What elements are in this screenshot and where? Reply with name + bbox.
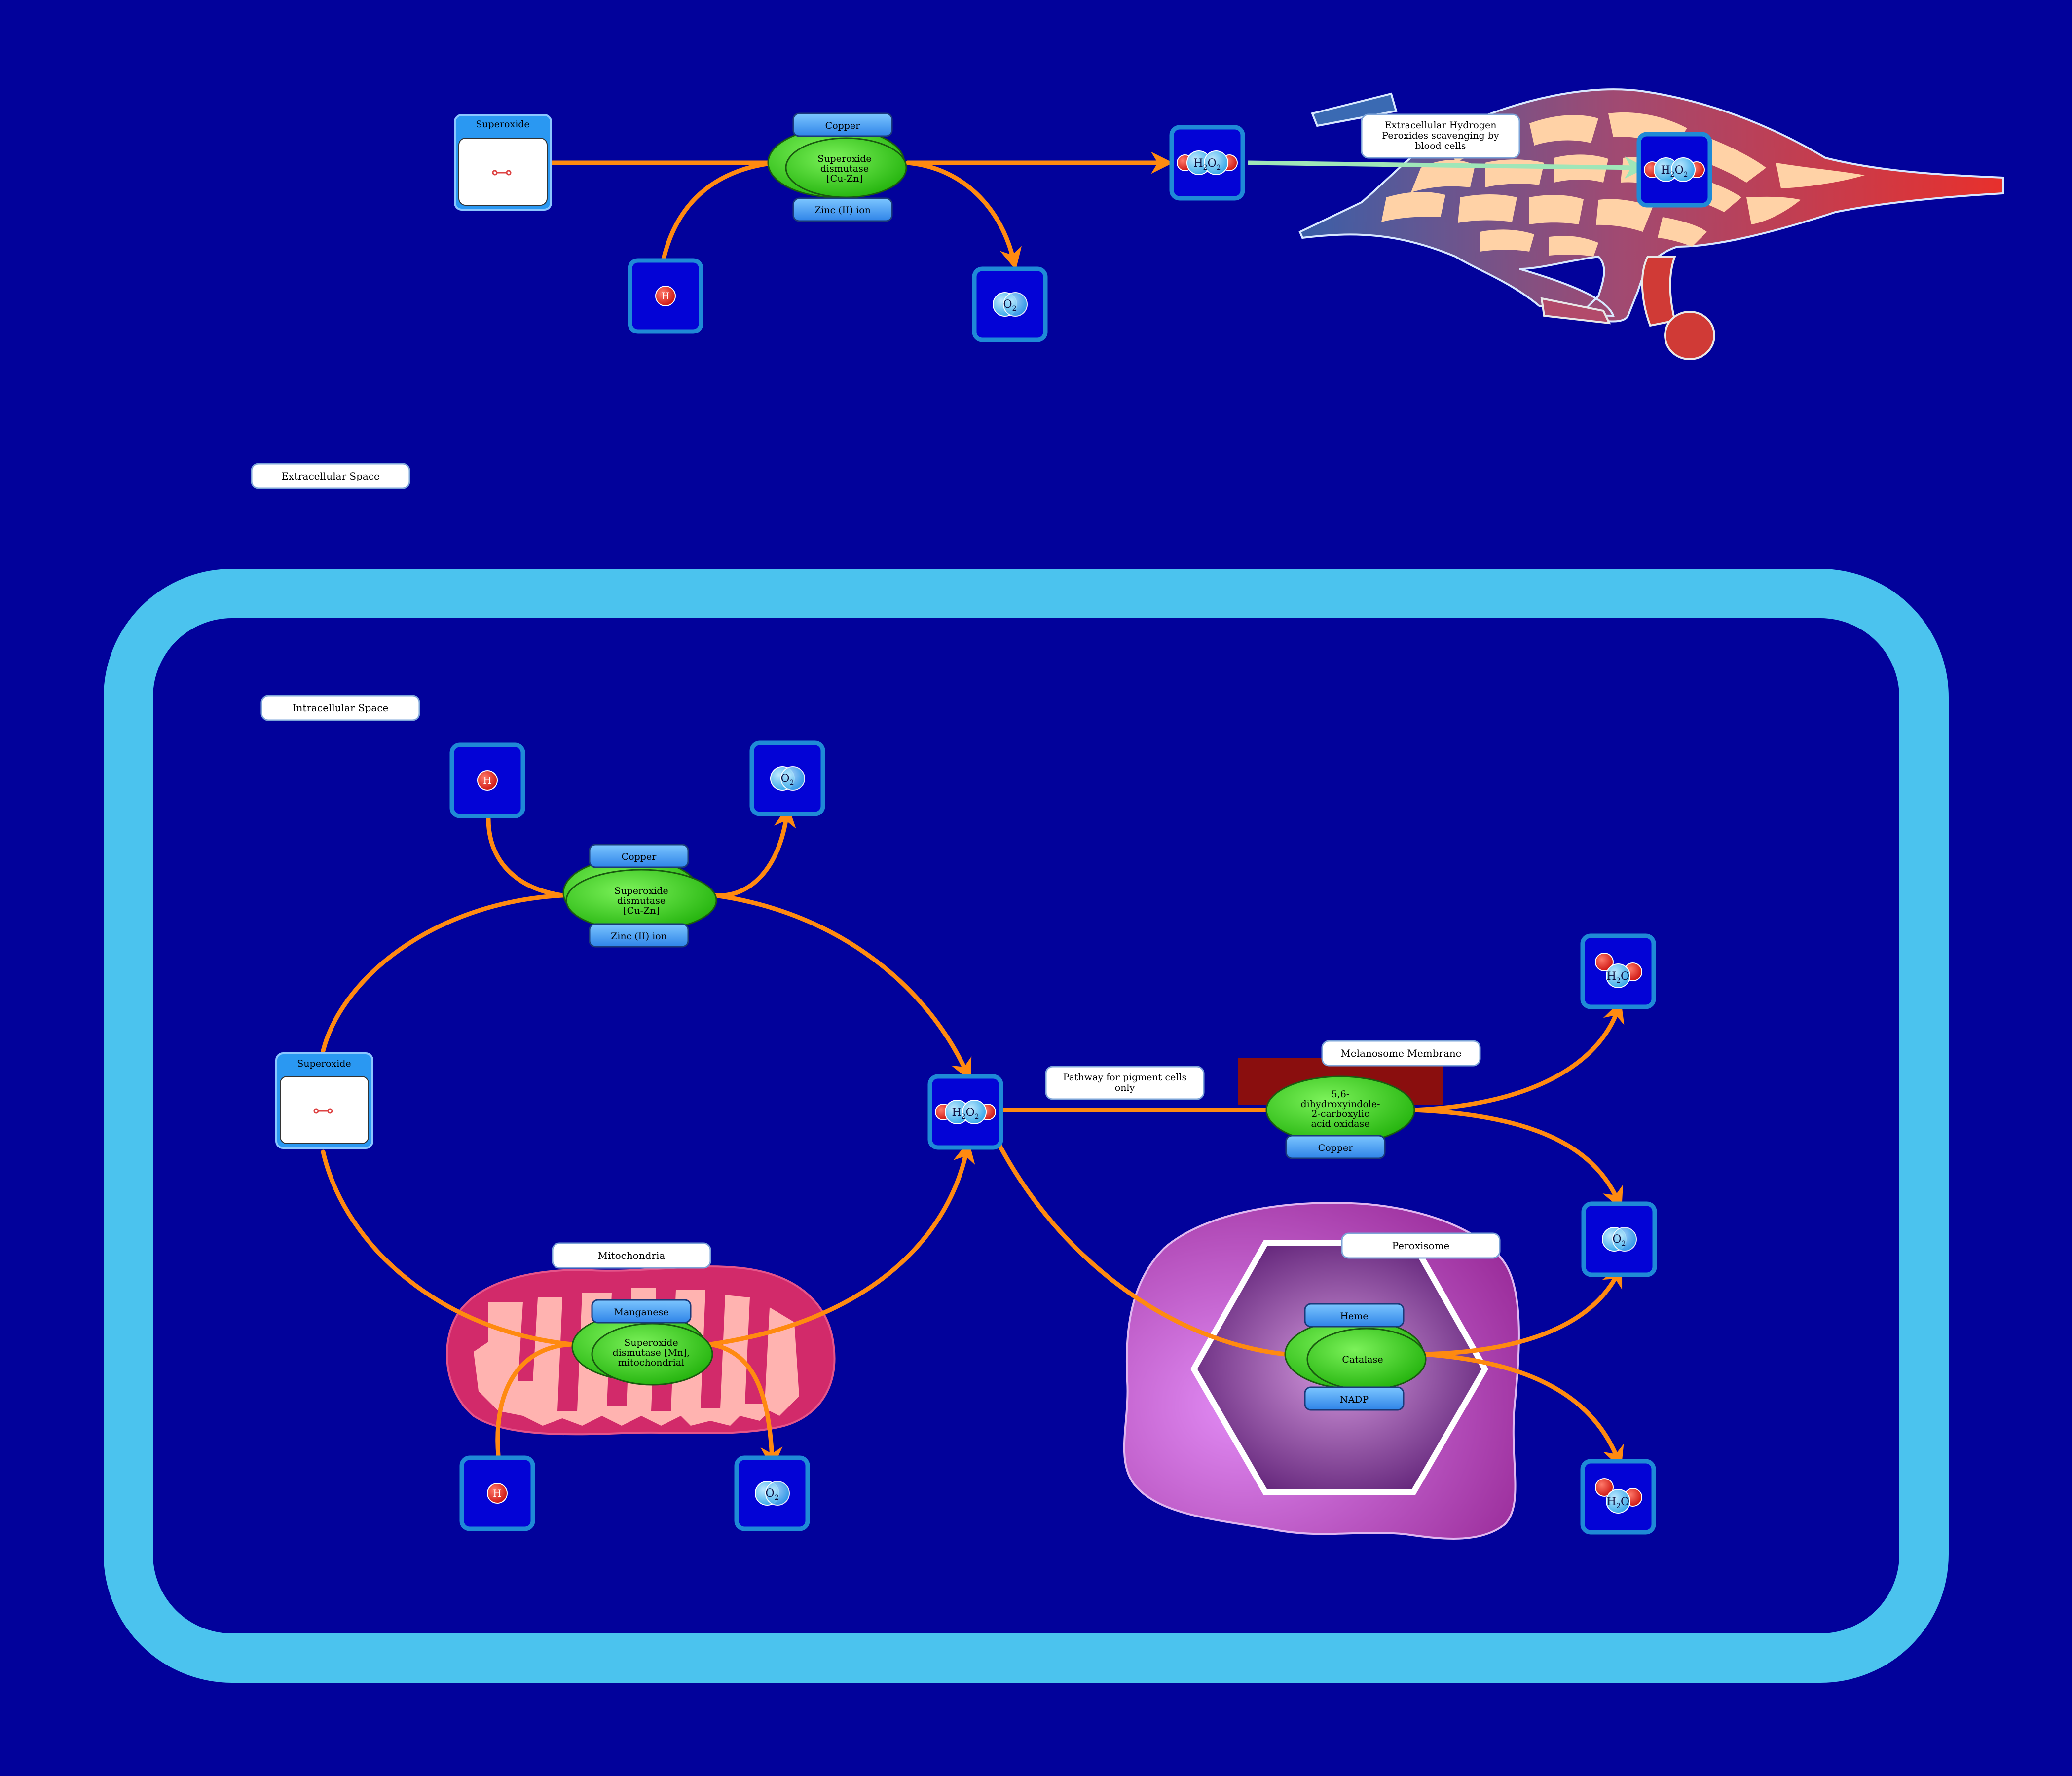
svg-text:Zinc (II) ion: Zinc (II) ion [611,931,667,942]
svg-text:Heme: Heme [1340,1311,1368,1322]
svg-text:dismutase: dismutase [820,163,869,174]
svg-text:H2O2: H2O2 [1193,157,1221,172]
cofactor-copper-top[interactable]: Copper [792,112,893,137]
label-pigment-pathway: Pathway for pigment cells only [1045,1066,1205,1100]
compound-h-plus-top[interactable]: H [628,258,703,334]
reaction-edges [321,151,1625,1469]
compound-h2o2-blood[interactable]: H2O2 [1636,132,1712,208]
svg-text:Zinc (II) ion: Zinc (II) ion [814,205,871,216]
svg-text:Melanosome Membrane: Melanosome Membrane [1340,1047,1461,1059]
svg-text:5,6-: 5,6- [1332,1089,1350,1100]
enzyme-sod-mn[interactable]: Superoxide dismutase [Mn], mitochondrial [571,1312,713,1386]
svg-text:Pathway for pigment cells: Pathway for pigment cells [1063,1072,1186,1083]
svg-text:Mitochondria: Mitochondria [598,1250,666,1261]
svg-text:H2O2: H2O2 [1661,164,1688,179]
svg-text:blood cells: blood cells [1415,141,1466,151]
svg-text:H: H [661,290,669,302]
enzyme-catalase[interactable]: Catalase [1284,1319,1427,1391]
svg-text:Copper: Copper [622,851,657,862]
compound-h2o-melanosome[interactable]: H2O [1580,933,1656,1009]
compound-superoxide-extracellular[interactable]: Superoxide [454,114,552,211]
svg-text:Superoxide: Superoxide [624,1337,678,1348]
compound-o2-mito[interactable]: O2 [734,1455,810,1531]
svg-text:[Cu-Zn]: [Cu-Zn] [826,173,862,184]
svg-text:dihydroxyindole-: dihydroxyindole- [1301,1099,1380,1110]
svg-text:mitochondrial: mitochondrial [618,1357,684,1368]
h-plus-icon [477,770,498,791]
svg-text:[Cu-Zn]: [Cu-Zn] [623,905,659,916]
enzyme-sod-cuzn-extracellular[interactable]: Superoxide dismutase [Cu-Zn] [767,127,907,198]
compound-h2o-peroxisome[interactable]: H2O [1580,1459,1656,1535]
enzyme-dhica-oxidase[interactable]: 5,6- dihydroxyindole- 2-carboxylic acid … [1265,1075,1415,1145]
svg-text:Peroxides scavenging by: Peroxides scavenging by [1382,130,1499,141]
label-extracellular-space: Extracellular Space [251,463,410,489]
cofactor-nadp[interactable]: NADP [1304,1386,1405,1411]
label-intracellular-space: Intracellular Space [260,695,420,721]
compound-superoxide-intracellular[interactable]: Superoxide [275,1052,373,1149]
svg-text:H2O: H2O [1607,1496,1629,1510]
svg-text:Peroxisome: Peroxisome [1392,1240,1450,1252]
cofactor-copper-melanosome[interactable]: Copper [1285,1135,1386,1159]
h-plus-icon [655,286,676,306]
svg-text:Extracellular Space: Extracellular Space [281,470,380,482]
label-mitochondria: Mitochondria [552,1242,711,1269]
svg-text:Superoxide: Superoxide [817,153,871,164]
svg-text:NADP: NADP [1340,1394,1369,1405]
compound-h2o2-cytosol[interactable]: H2O2 [927,1074,1003,1150]
svg-text:Superoxide: Superoxide [297,1058,351,1069]
cofactor-zinc-cytosol[interactable]: Zinc (II) ion [589,923,689,948]
svg-text:Manganese: Manganese [614,1307,669,1318]
label-peroxisome: Peroxisome [1341,1232,1501,1259]
svg-text:Catalase: Catalase [1342,1354,1383,1365]
svg-text:acid oxidase: acid oxidase [1311,1118,1370,1129]
cofactor-zinc-top[interactable]: Zinc (II) ion [792,197,893,222]
svg-text:Intracellular Space: Intracellular Space [293,702,389,714]
compound-o2-peroxisome[interactable]: O2 [1581,1201,1657,1277]
svg-text:Extracellular Hydrogen: Extracellular Hydrogen [1384,120,1496,131]
svg-text:only: only [1115,1082,1135,1093]
compound-o2-top[interactable]: O2 [972,266,1048,342]
compound-h-plus-mito[interactable]: H [459,1455,535,1531]
label-melanosome-membrane: Melanosome Membrane [1321,1040,1481,1067]
svg-text:2-carboxylic: 2-carboxylic [1311,1109,1369,1119]
compound-h2o2-extracellular[interactable]: H2O2 [1169,125,1245,201]
cofactor-heme[interactable]: Heme [1304,1303,1405,1328]
cofactor-manganese[interactable]: Manganese [591,1299,692,1324]
h2o-icon [1606,963,1630,988]
svg-text:Copper: Copper [1318,1143,1354,1153]
svg-text:dismutase [Mn],: dismutase [Mn], [613,1347,690,1358]
svg-text:Superoxide: Superoxide [614,886,668,896]
cell-membrane [104,569,1949,1683]
compound-o2-cytosol[interactable]: O2 [749,740,825,816]
svg-text:Copper: Copper [825,120,861,131]
label-extracellular-h2o2-scavenging: Extracellular Hydrogen Peroxides scaveng… [1361,113,1520,159]
h2o-icon [1606,1489,1630,1514]
cofactor-copper-cytosol[interactable]: Copper [589,844,689,868]
enzyme-sod-cuzn-cytosol[interactable]: Superoxide dismutase [Cu-Zn] [562,857,717,932]
svg-text:H: H [493,1487,501,1499]
compound-h-plus-cytosol[interactable]: H [449,742,525,818]
h-plus-icon [487,1483,508,1504]
svg-text:H: H [483,775,491,786]
svg-text:H2O2: H2O2 [952,1107,979,1121]
blood-scavenging-edge [1248,156,1647,179]
svg-text:Superoxide: Superoxide [476,119,529,130]
svg-text:dismutase: dismutase [617,895,666,906]
